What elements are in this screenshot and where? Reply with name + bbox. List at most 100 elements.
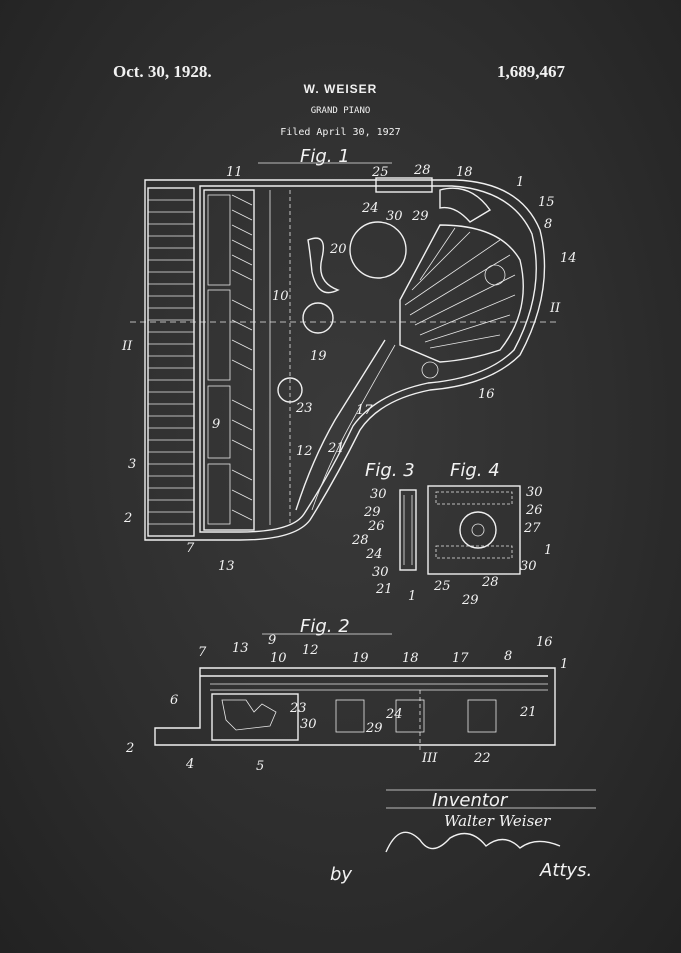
figure-4: Fig. 4 30 26 27 1 30 25 28 29 bbox=[427, 460, 552, 608]
svg-text:2: 2 bbox=[123, 511, 132, 526]
soundhole-medium bbox=[302, 302, 334, 334]
svg-text:30: 30 bbox=[386, 209, 403, 224]
fig3-title: Fig. 3 bbox=[365, 460, 415, 481]
svg-text:3: 3 bbox=[128, 457, 136, 472]
inventor-heading: W. WEISER bbox=[303, 82, 378, 96]
svg-text:7: 7 bbox=[198, 645, 207, 660]
svg-text:17: 17 bbox=[452, 651, 469, 666]
tuning-block-fig1 bbox=[375, 177, 433, 193]
svg-text:1: 1 bbox=[544, 543, 552, 558]
soundhole-large bbox=[349, 221, 407, 279]
inventor-label: Inventor bbox=[432, 790, 509, 811]
svg-text:24: 24 bbox=[385, 707, 403, 722]
fig4-title: Fig. 4 bbox=[450, 460, 500, 481]
svg-text:29: 29 bbox=[411, 209, 429, 224]
svg-text:21: 21 bbox=[375, 582, 393, 597]
svg-text:12: 12 bbox=[302, 643, 319, 658]
svg-text:20: 20 bbox=[329, 242, 347, 257]
svg-text:30: 30 bbox=[520, 559, 537, 574]
svg-text:19: 19 bbox=[310, 349, 327, 364]
svg-text:29: 29 bbox=[363, 505, 381, 520]
svg-text:10: 10 bbox=[272, 289, 289, 304]
svg-text:27: 27 bbox=[523, 521, 541, 536]
svg-text:11: 11 bbox=[226, 165, 243, 180]
f-hole bbox=[307, 237, 340, 294]
patent-subject: GRAND PIANO bbox=[310, 106, 371, 116]
hammer-hatching bbox=[231, 194, 253, 521]
fig4-section bbox=[427, 485, 521, 575]
svg-text:16: 16 bbox=[478, 387, 495, 402]
filed-date: Filed April 30, 1927 bbox=[280, 127, 401, 138]
svg-text:30: 30 bbox=[372, 565, 389, 580]
svg-text:8: 8 bbox=[544, 217, 552, 232]
piano-side-case bbox=[154, 667, 556, 746]
svg-text:10: 10 bbox=[270, 651, 287, 666]
svg-text:2: 2 bbox=[125, 741, 134, 756]
patent-number: 1,689,467 bbox=[497, 62, 565, 81]
fig3-numerals: 30 29 26 28 24 30 21 1 bbox=[351, 487, 416, 604]
fig4-numerals: 30 26 27 1 30 25 28 29 bbox=[433, 485, 552, 608]
svg-text:18: 18 bbox=[456, 165, 473, 180]
section-mark-left: II bbox=[121, 339, 133, 354]
bridge-long bbox=[295, 339, 386, 511]
tuning-pin-flange bbox=[459, 511, 497, 549]
svg-text:7: 7 bbox=[186, 541, 195, 556]
svg-text:26: 26 bbox=[367, 519, 385, 534]
svg-text:26: 26 bbox=[525, 503, 543, 518]
svg-text:13: 13 bbox=[218, 559, 235, 574]
svg-text:6: 6 bbox=[170, 693, 178, 708]
attorney-signature bbox=[385, 831, 561, 853]
svg-text:8: 8 bbox=[504, 649, 512, 664]
svg-text:28: 28 bbox=[351, 533, 369, 548]
svg-text:23: 23 bbox=[289, 701, 307, 716]
svg-text:24: 24 bbox=[361, 201, 379, 216]
inventor-signature: Walter Weiser bbox=[444, 812, 551, 830]
svg-text:24: 24 bbox=[365, 547, 383, 562]
svg-text:12: 12 bbox=[296, 444, 313, 459]
svg-text:9: 9 bbox=[212, 417, 220, 432]
svg-text:17: 17 bbox=[356, 403, 373, 418]
svg-text:18: 18 bbox=[402, 651, 419, 666]
fig3-section bbox=[399, 489, 417, 571]
svg-text:14: 14 bbox=[560, 251, 577, 266]
fig2-title: Fig. 2 bbox=[300, 616, 350, 637]
svg-text:29: 29 bbox=[461, 593, 479, 608]
string-bed bbox=[399, 224, 524, 363]
svg-text:9: 9 bbox=[268, 633, 276, 648]
keyboard-keys bbox=[148, 199, 194, 525]
patent-date: Oct. 30, 1928. bbox=[113, 62, 212, 81]
svg-text:25: 25 bbox=[433, 579, 451, 594]
svg-text:1: 1 bbox=[560, 657, 568, 672]
svg-text:30: 30 bbox=[526, 485, 543, 500]
action-frame bbox=[203, 189, 255, 531]
figure-1: Fig. 1 bbox=[121, 146, 577, 574]
fig1-numerals: 11 25 28 18 1 15 8 24 30 29 20 14 10 19 … bbox=[123, 163, 577, 574]
svg-text:28: 28 bbox=[481, 575, 499, 590]
svg-text:29: 29 bbox=[365, 721, 383, 736]
svg-text:23: 23 bbox=[295, 401, 313, 416]
svg-text:16: 16 bbox=[536, 635, 553, 650]
action-mechanism bbox=[211, 693, 299, 741]
figure-3: Fig. 3 30 29 26 28 24 30 21 1 bbox=[351, 460, 417, 604]
fig1-title: Fig. 1 bbox=[300, 146, 350, 167]
svg-text:28: 28 bbox=[413, 163, 431, 178]
svg-text:22: 22 bbox=[473, 751, 491, 766]
soundhole-small bbox=[277, 377, 303, 403]
svg-text:21: 21 bbox=[327, 441, 345, 456]
svg-text:13: 13 bbox=[232, 641, 249, 656]
svg-text:5: 5 bbox=[256, 759, 264, 774]
svg-text:15: 15 bbox=[538, 195, 555, 210]
svg-text:25: 25 bbox=[371, 165, 389, 180]
piano-case-outline bbox=[144, 179, 546, 541]
svg-text:30: 30 bbox=[370, 487, 387, 502]
attys-label: Attys. bbox=[539, 860, 592, 881]
figure-2: Fig. 2 III 7 13 9 10 12 19 18 17 8 16 1 … bbox=[125, 616, 568, 774]
svg-text:30: 30 bbox=[300, 717, 317, 732]
svg-text:19: 19 bbox=[352, 651, 369, 666]
signature-block: Inventor Walter Weiser by Attys. bbox=[330, 789, 596, 885]
svg-text:21: 21 bbox=[519, 705, 537, 720]
strings bbox=[404, 227, 516, 349]
section-mark-iii: III bbox=[421, 751, 438, 766]
